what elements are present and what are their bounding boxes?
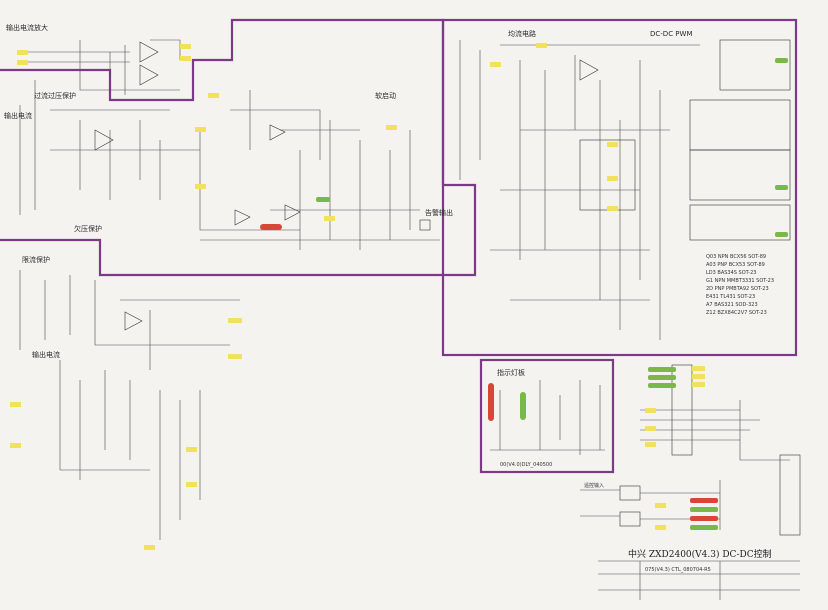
region-border-protection [0,18,477,277]
section-label-alarm-output: 告警输出 [425,208,453,217]
drawing-doc-number: 075(V4.3) CTL_080704-R5 [645,567,711,573]
bom-note-4: G1 NPN MMBT3331 SOT-23 [706,278,774,284]
label-output-current: 输出电流 [4,111,32,120]
section-label-undervoltage: 欠压保护 [74,224,102,233]
connector-block [640,364,801,536]
bom-notes: Q03 NPN BCX56 SOT-89 A03 PNP BCX53 SOT-8… [706,254,774,316]
bom-note-5: 2D PNP PMBTA92 SOT-23 [706,286,769,292]
section-label-indicator: 指示灯板 [497,368,525,377]
label-output-current-2: 输出电流 [32,350,60,359]
section-label-output-current-amp: 输出电流放大 [6,23,48,32]
bom-note-2: A03 PNP BCX53 SOT-89 [706,262,765,268]
remote-input-block: 遥控输入 [580,480,721,530]
gate-driver-transistors [689,39,791,241]
label-remote-input: 遥控输入 [584,482,604,489]
section-label-current-limit: 限流保护 [22,255,50,264]
title-block: 中兴 ZXD2400(V4.3) DC-DC控制 075(V4.3) CTL_0… [598,548,800,600]
output-current-amp-block: 输出电流放大 [6,23,191,95]
section-label-soft-start: 软启动 [375,91,396,100]
dcdc-pwm-block: 均流电路 DC-DC PWM Q03 NPN BCX56 SOT-89 A03 … [459,29,791,340]
indicator-board-block: 指示灯板 00(V4.0)DLY_040500 [488,368,605,468]
current-limit-block: 限流保护 输出电流 [10,255,242,550]
bom-note-6: E431 TL431 SOT-23 [706,294,755,300]
red-marker-wire [260,224,282,230]
bom-note-7: A7 BAS321 SOD-323 [706,302,758,308]
bom-note-8: Z12 BZX84C2V7 SOT-23 [706,310,767,316]
section-label-dcdc-pwm: DC-DC PWM [650,30,693,38]
green-marker-wire [316,197,330,202]
protection-block: 过流过压保护 输出电流 欠压保护 软启动 告警输出 [4,80,453,250]
indicator-board-code: 00(V4.0)DLY_040500 [500,462,552,468]
section-label-current-share: 均流电路 [508,29,536,38]
led-green [520,392,526,420]
bom-note-3: LD3 BAS34S SOT-23 [706,270,756,276]
bom-note-1: Q03 NPN BCX56 SOT-89 [706,254,766,260]
led-red [488,383,494,421]
region-border-indicator-board [479,358,615,474]
drawing-title: 中兴 ZXD2400(V4.3) DC-DC控制 [628,548,772,560]
section-label-overcurrent-overvoltage: 过流过压保护 [34,91,76,100]
region-border-dcdc-pwm [441,18,798,357]
